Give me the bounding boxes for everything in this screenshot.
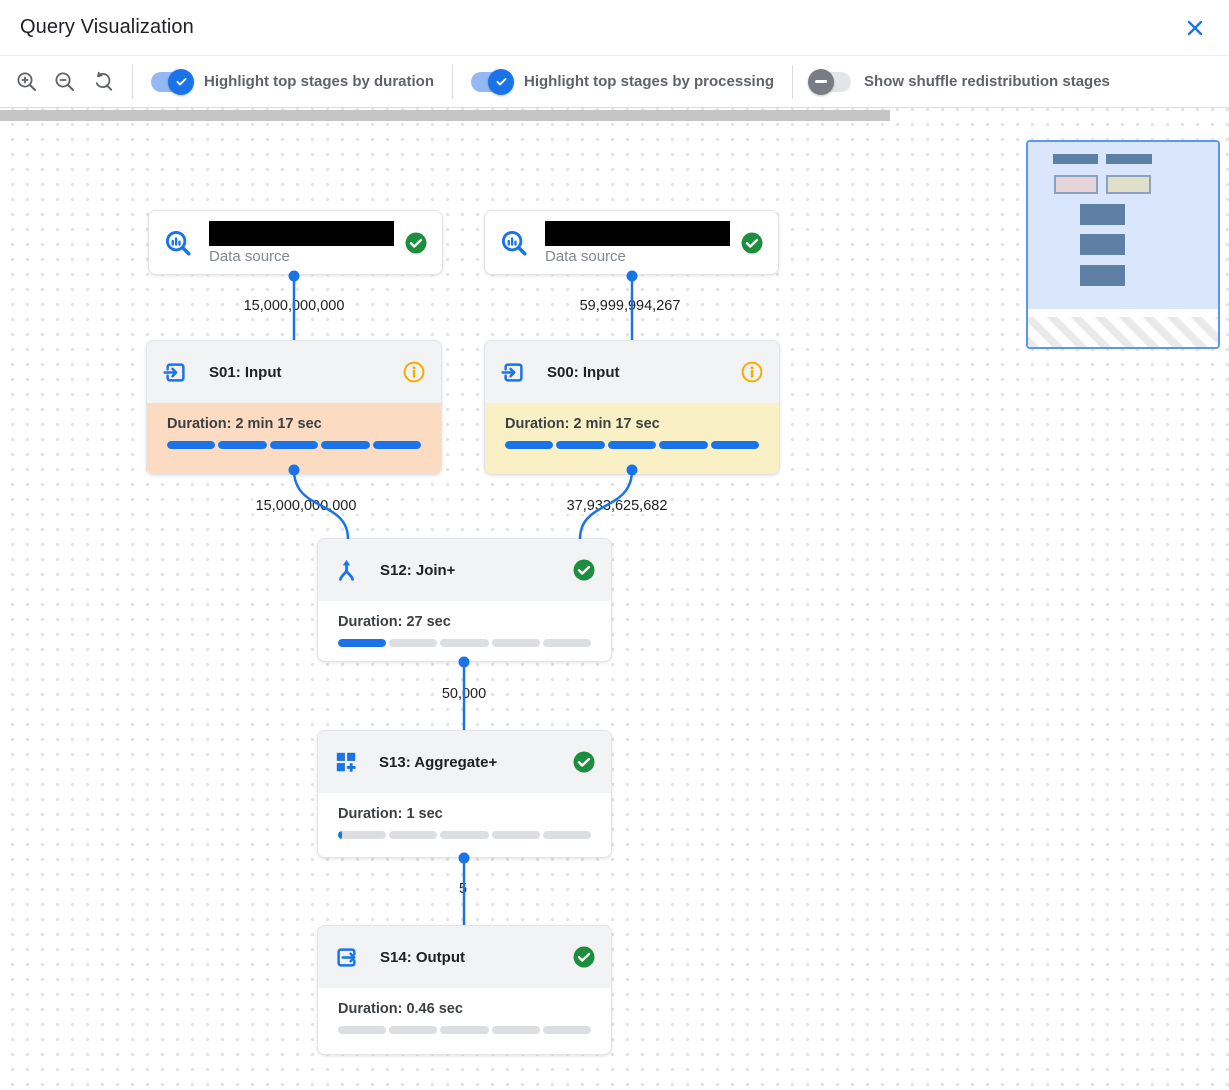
success-check-icon <box>573 751 595 773</box>
stage-duration-panel: Duration: 27 sec <box>318 601 611 661</box>
stage-node-s12[interactable]: S12: Join+ Duration: 27 sec <box>317 538 612 662</box>
minimap-node-s01-duration-highlight <box>1054 175 1098 194</box>
duration-label: Duration: 2 min 17 sec <box>167 416 322 432</box>
graph-canvas[interactable]: 15,000,000,000 59,999,994,267 15,000,000… <box>0 108 1229 1090</box>
page-title: Query Visualization <box>20 16 194 38</box>
minimap-node-stage <box>1080 265 1125 286</box>
stage-duration-panel: Duration: 1 sec <box>318 793 611 857</box>
success-check-icon <box>573 559 595 581</box>
duration-label: Duration: 0.46 sec <box>338 1001 463 1017</box>
input-stage-icon <box>163 362 185 382</box>
join-stage-icon <box>339 559 354 581</box>
edge-label: 15,000,000,000 <box>240 298 348 314</box>
stage-header: S13: Aggregate+ <box>318 731 611 793</box>
edge-label: 50,000 <box>438 686 490 702</box>
duration-progress-bar <box>167 441 422 449</box>
stage-header: S01: Input <box>147 341 441 403</box>
data-source-node-2[interactable]: Data source <box>484 210 779 275</box>
success-check-icon <box>573 946 595 968</box>
duration-label: Duration: 1 sec <box>338 806 443 822</box>
zoom-in-icon <box>17 72 36 91</box>
bigquery-source-icon <box>501 230 527 255</box>
minimap[interactable] <box>1026 140 1220 349</box>
stage-node-s13[interactable]: S13: Aggregate+ Duration: 1 sec <box>317 730 612 858</box>
success-check-icon <box>741 232 763 253</box>
data-source-node-1[interactable]: Data source <box>148 210 443 275</box>
minimap-node-datasource <box>1106 154 1152 164</box>
stage-duration-panel: Duration: 2 min 17 sec <box>147 403 441 474</box>
edge-label: 15,000,000,000 <box>252 498 360 514</box>
stage-title: S14: Output <box>380 948 465 966</box>
toolbar-divider <box>132 64 133 99</box>
toggle-group-duration: Highlight top stages by duration <box>143 68 442 95</box>
aggregate-stage-icon <box>336 752 356 772</box>
toggle-group-shuffle: Show shuffle redistribution stages <box>803 68 1118 95</box>
input-stage-icon <box>501 362 523 382</box>
stage-duration-panel: Duration: 2 min 17 sec <box>485 403 779 474</box>
close-icon <box>1187 20 1203 35</box>
close-button[interactable] <box>1181 14 1209 42</box>
zoom-in-button[interactable] <box>8 63 46 101</box>
redacted-table-name <box>209 220 394 246</box>
stage-node-s01[interactable]: S01: Input Duration: 2 min 17 sec <box>146 340 442 475</box>
highlight-duration-toggle[interactable] <box>151 68 194 95</box>
duration-label: Duration: 27 sec <box>338 614 451 630</box>
zoom-reset-button[interactable] <box>84 63 122 101</box>
minus-icon <box>815 80 828 83</box>
stage-title: S13: Aggregate+ <box>379 753 498 771</box>
duration-progress-bar <box>338 1026 592 1034</box>
data-source-caption: Data source <box>545 247 626 265</box>
stage-duration-panel: Duration: 0.46 sec <box>318 988 611 1054</box>
toolbar-divider <box>792 64 794 99</box>
edge-label: 37,933,625,682 <box>563 498 671 514</box>
stage-title: S12: Join+ <box>380 561 456 579</box>
show-shuffle-toggle[interactable] <box>808 68 852 95</box>
stage-node-s14[interactable]: S14: Output Duration: 0.46 sec <box>317 925 612 1055</box>
stage-header: S14: Output <box>318 926 611 988</box>
info-icon[interactable] <box>402 360 426 384</box>
duration-progress-bar <box>338 831 592 839</box>
zoom-out-icon <box>55 72 74 91</box>
output-stage-icon <box>337 947 356 967</box>
zoom-out-button[interactable] <box>46 63 84 101</box>
toggle-label-processing: Highlight top stages by processing <box>524 73 775 90</box>
title-bar: Query Visualization <box>0 0 1229 56</box>
check-icon <box>176 78 186 86</box>
info-icon[interactable] <box>740 360 764 384</box>
stage-title: S00: Input <box>547 363 620 381</box>
minimap-node-stage <box>1080 234 1125 255</box>
duration-progress-bar <box>338 639 592 647</box>
toolbar: Highlight top stages by duration Highlig… <box>0 56 1229 108</box>
minimap-out-of-bounds-hatch <box>1028 317 1218 347</box>
horizontal-scrollbar[interactable] <box>0 110 890 121</box>
edge-label: 5 <box>455 881 471 897</box>
stage-node-s00[interactable]: S00: Input Duration: 2 min 17 sec <box>484 340 780 475</box>
minimap-node-datasource <box>1053 154 1098 164</box>
toggle-group-processing: Highlight top stages by processing <box>463 68 782 95</box>
edge-label: 59,999,994,267 <box>576 298 684 314</box>
stage-title: S01: Input <box>209 363 282 381</box>
toolbar-divider <box>452 64 453 99</box>
check-icon <box>496 78 506 86</box>
redacted-table-name <box>545 220 730 246</box>
data-source-caption: Data source <box>209 247 290 265</box>
bigquery-source-icon <box>165 230 191 255</box>
zoom-reset-icon <box>95 71 113 91</box>
toggle-label-duration: Highlight top stages by duration <box>204 73 434 90</box>
minimap-node-s00-processing-highlight <box>1106 175 1151 194</box>
duration-label: Duration: 2 min 17 sec <box>505 416 660 432</box>
duration-progress-bar <box>505 441 760 449</box>
minimap-node-stage <box>1080 204 1125 225</box>
highlight-processing-toggle[interactable] <box>471 68 514 95</box>
toggle-label-shuffle: Show shuffle redistribution stages <box>864 73 1110 90</box>
stage-header: S12: Join+ <box>318 539 611 601</box>
success-check-icon <box>405 232 427 253</box>
stage-header: S00: Input <box>485 341 779 403</box>
